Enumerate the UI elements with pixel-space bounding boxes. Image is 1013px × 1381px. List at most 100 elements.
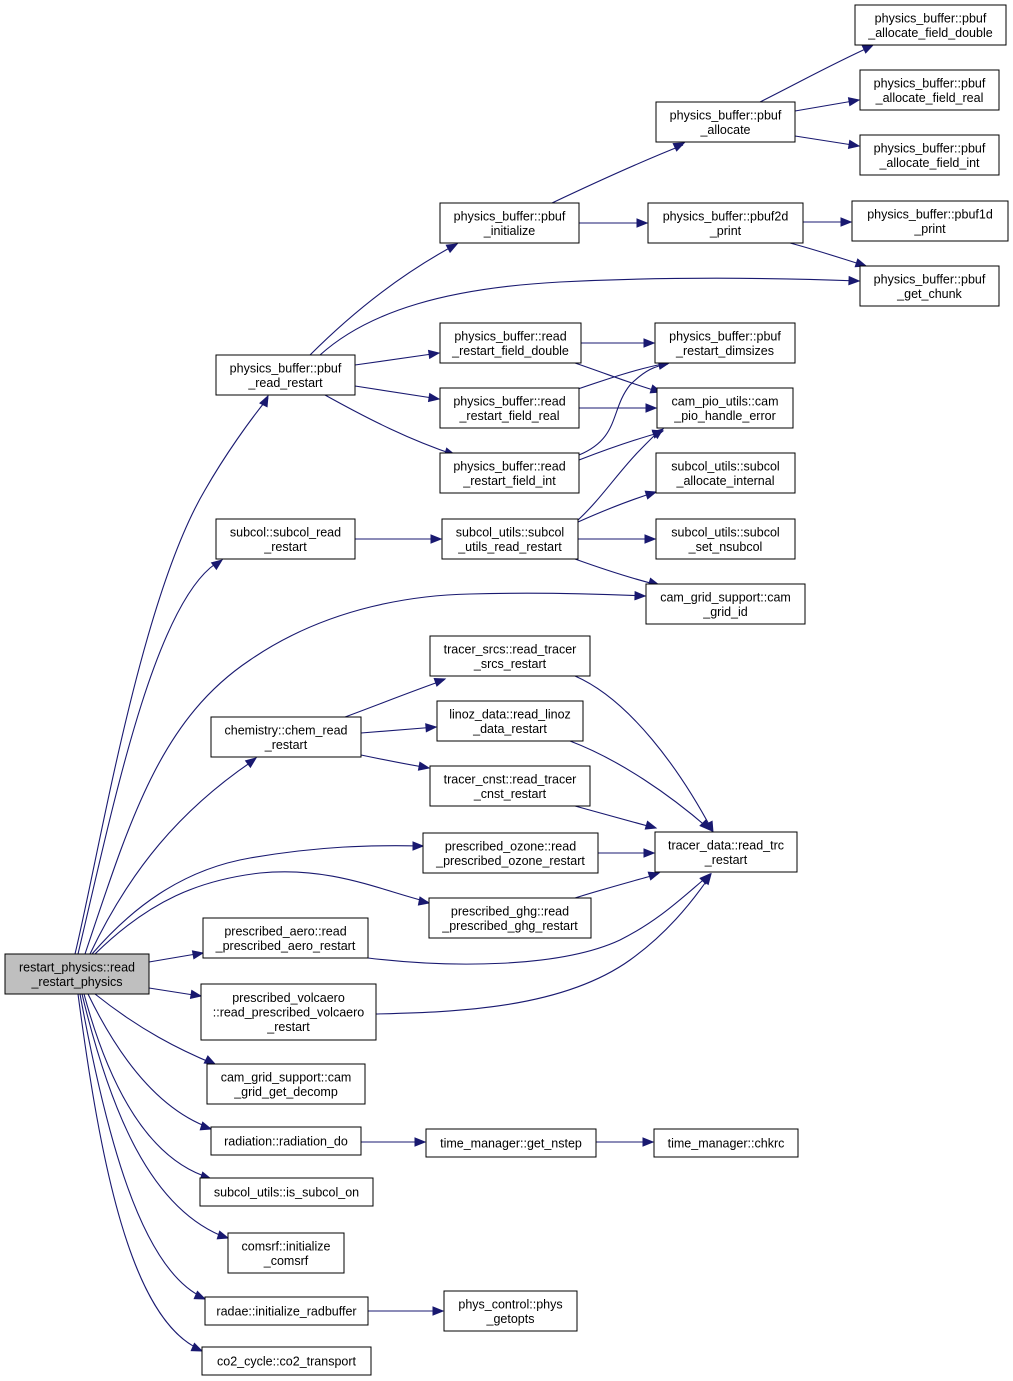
node-label: time_manager::chkrc — [668, 1137, 785, 1151]
node-label: physics_buffer::pbuf — [454, 209, 566, 223]
edge-arrowhead — [848, 275, 861, 286]
node-cam-grid-get-decomp[interactable]: cam_grid_support::cam_grid_get_decomp — [206, 1063, 366, 1105]
edge-read_tracer_srcs_restart-to-read_trc_restart — [574, 675, 714, 834]
node-subcol-utils-read-restart[interactable]: subcol_utils::subcol_utils_read_restart — [441, 518, 579, 560]
edge-line — [551, 144, 684, 204]
node-prescribed-aero[interactable]: prescribed_aero::read_prescribed_aero_re… — [202, 917, 369, 959]
node-box — [656, 387, 794, 429]
node-prescribed-volcaero[interactable]: prescribed_volcaero::read_prescribed_vol… — [200, 983, 377, 1041]
edge-line — [319, 277, 860, 356]
node-box — [655, 452, 796, 494]
edge-line — [759, 45, 873, 103]
edge-arrowhead — [244, 757, 258, 769]
edge-arrowhead — [699, 819, 711, 831]
node-subcol-read-restart[interactable]: subcol::subcol_read_restart — [215, 518, 356, 560]
node-box — [199, 1177, 374, 1207]
node-label: chemistry::chem_read — [225, 723, 348, 737]
node-pbuf-allocate-field-int[interactable]: physics_buffer::pbuf_allocate_field_int — [859, 134, 1000, 176]
edge-arrowhead — [644, 820, 658, 830]
node-prescribed-ghg[interactable]: prescribed_ghg::read_prescribed_ghg_rest… — [428, 897, 592, 939]
node-read-tracer-cnst-restart[interactable]: tracer_cnst::read_tracer_cnst_restart — [429, 765, 591, 807]
edge-line — [89, 759, 255, 955]
edge-arrowhead — [210, 559, 224, 571]
edge-prescribed_volcaero-to-read_trc_restart — [375, 872, 712, 1015]
node-initialize-radbuffer[interactable]: radae::initialize_radbuffer — [204, 1296, 369, 1326]
edge-pbuf_allocate-to-pbuf_allocate_field_int — [794, 135, 861, 150]
node-phys-getopts[interactable]: phys_control::phys_getopts — [443, 1290, 578, 1332]
node-box — [4, 953, 150, 995]
node-read-restart-field-double[interactable]: physics_buffer::read_restart_field_doubl… — [439, 322, 582, 364]
node-co2-transport[interactable]: co2_cycle::co2_transport — [201, 1346, 372, 1376]
node-box — [215, 354, 356, 396]
node-label: _restart_field_real — [458, 409, 559, 423]
edge-subcol_read_restart-to-subcol_utils_read_restart — [355, 534, 443, 544]
edge-line — [77, 993, 202, 1351]
edge-pbuf_allocate-to-pbuf_allocate_field_double — [759, 44, 875, 103]
edge-line — [81, 993, 228, 1239]
node-read-linoz-data-restart[interactable]: linoz_data::read_linoz_data_restart — [436, 700, 584, 742]
node-cam-pio-handle-error[interactable]: cam_pio_utils::cam_pio_handle_error — [656, 387, 794, 429]
edge-pbuf_allocate-to-pbuf_allocate_field_real — [794, 97, 861, 112]
edge-chem_read_restart-to-read_linoz_data_restart — [360, 723, 438, 734]
node-read-restart-field-int[interactable]: physics_buffer::read_restart_field_int — [439, 452, 580, 494]
node-label: _allocate_field_double — [867, 26, 992, 40]
edge-subcol_utils_read_restart-to-cam_grid_id — [574, 558, 661, 587]
node-box — [443, 1290, 578, 1332]
node-read-tracer-srcs-restart[interactable]: tracer_srcs::read_tracer_srcs_restart — [429, 635, 591, 677]
node-label: prescribed_volcaero — [232, 991, 345, 1005]
node-label: _cnst_restart — [473, 787, 547, 801]
node-label: prescribed_ozone::read — [445, 839, 576, 853]
node-label: _data_restart — [472, 722, 547, 736]
node-box — [654, 831, 798, 873]
node-box — [439, 452, 580, 494]
edge-pbuf_read_restart-to-pbuf_initialize — [309, 243, 459, 356]
edge-arrowhead — [433, 677, 447, 687]
node-pbuf2d-print[interactable]: physics_buffer::pbuf2d_print — [647, 202, 804, 244]
node-cam-grid-id[interactable]: cam_grid_support::cam_grid_id — [645, 583, 806, 625]
node-pbuf-initialize[interactable]: physics_buffer::pbuf_initialize — [439, 202, 580, 244]
edge-arrowhead — [647, 871, 661, 881]
node-chem-read-restart[interactable]: chemistry::chem_read_restart — [210, 716, 362, 758]
node-pbuf1d-print[interactable]: physics_buffer::pbuf1d_print — [851, 200, 1009, 242]
node-label: cam_grid_support::cam — [660, 590, 791, 604]
node-label: time_manager::get_nstep — [440, 1137, 582, 1151]
node-box — [851, 200, 1009, 242]
node-read-restart-field-real[interactable]: physics_buffer::read_restart_field_real — [439, 387, 580, 429]
edge-subcol_utils_read_restart-to-subcol_set_nsubcol — [578, 534, 657, 544]
node-pbuf-read-restart[interactable]: physics_buffer::pbuf_read_restart — [215, 354, 356, 396]
node-pbuf-allocate[interactable]: physics_buffer::pbuf_allocate — [655, 101, 796, 143]
node-label: subcol_utils::subcol — [671, 459, 779, 473]
node-pbuf-get-chunk[interactable]: physics_buffer::pbuf_get_chunk — [859, 265, 1000, 307]
edge-pbuf2d_print-to-pbuf1d_print — [803, 217, 853, 227]
edge-arrowhead — [643, 848, 656, 858]
edge-pbuf2d_print-to-pbuf_get_chunk — [789, 242, 868, 268]
edge-root-to-initialize_radbuffer — [79, 993, 207, 1300]
node-label: _prescribed_ozone_restart — [435, 854, 585, 868]
node-get-nstep[interactable]: time_manager::get_nstep — [425, 1128, 597, 1158]
node-label: _restart_dimsizes — [675, 344, 774, 358]
node-label: _getopts — [486, 1312, 535, 1326]
node-is-subcol-on[interactable]: subcol_utils::is_subcol_on — [199, 1177, 374, 1207]
edge-arrowhead — [216, 1230, 230, 1240]
node-label: _restart — [264, 738, 308, 752]
node-radiation-do[interactable]: radiation::radiation_do — [210, 1126, 362, 1156]
edge-arrowhead — [203, 1055, 217, 1065]
node-label: subcol_utils::subcol — [456, 525, 564, 539]
node-label: comsrf::initialize — [242, 1239, 331, 1253]
node-box — [428, 897, 592, 939]
node-label: restart_physics::read — [19, 960, 135, 974]
edge-arrowhead — [259, 394, 269, 408]
node-label: _prescribed_ghg_restart — [441, 919, 578, 933]
node-pbuf-restart-dimsizes[interactable]: physics_buffer::pbuf_restart_dimsizes — [654, 322, 796, 364]
node-read-trc-restart[interactable]: tracer_data::read_trc_restart — [654, 831, 798, 873]
node-subcol-allocate-internal[interactable]: subcol_utils::subcol_allocate_internal — [655, 452, 796, 494]
node-pbuf-allocate-field-double[interactable]: physics_buffer::pbuf_allocate_field_doub… — [854, 4, 1007, 46]
edge-line — [360, 726, 437, 734]
node-pbuf-allocate-field-real[interactable]: physics_buffer::pbuf_allocate_field_real — [859, 69, 1000, 111]
node-subcol-set-nsubcol[interactable]: subcol_utils::subcol_set_nsubcol — [655, 518, 796, 560]
node-initialize-comsrf[interactable]: comsrf::initialize_comsrf — [227, 1232, 345, 1274]
node-prescribed-ozone[interactable]: prescribed_ozone::read_prescribed_ozone_… — [422, 832, 599, 874]
node-box — [210, 1126, 362, 1156]
node-label: _restart — [263, 540, 307, 554]
node-chkrc[interactable]: time_manager::chkrc — [653, 1128, 799, 1158]
